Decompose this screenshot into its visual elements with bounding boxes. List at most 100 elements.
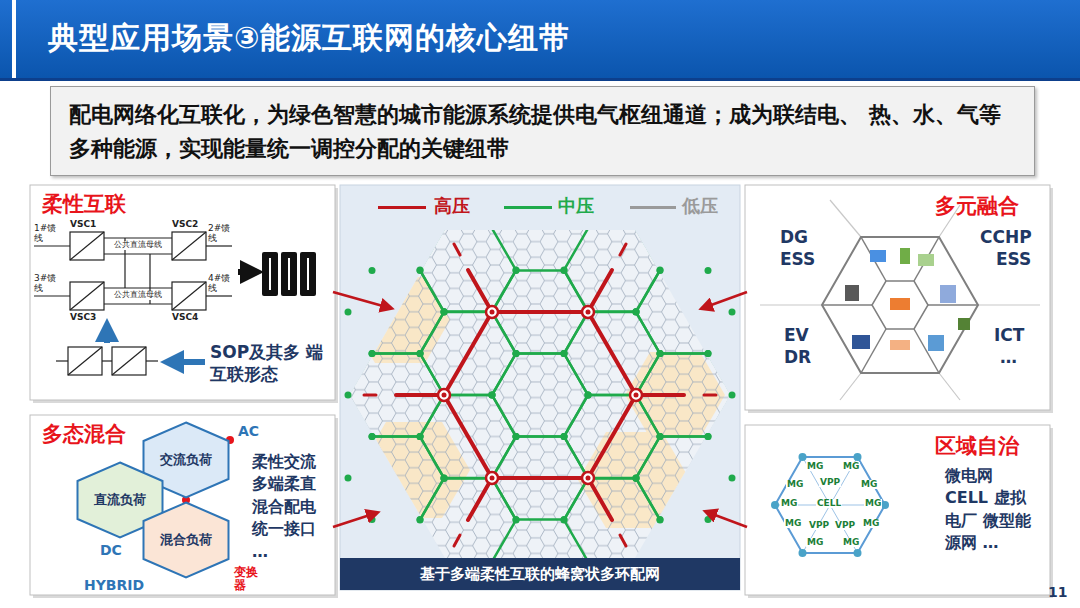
grid-map-part-part (454, 535, 460, 546)
cell-label: MG (842, 462, 860, 471)
mv-node (705, 433, 712, 440)
bus-label: 公共直流母线 (113, 291, 163, 300)
mv-line (420, 228, 516, 311)
cell-label: MG (806, 462, 824, 471)
grid-map-part (364, 244, 716, 546)
panel: 柔性互联SOP及其多 端互联形态 (30, 185, 335, 400)
sop-circuit-part (34, 295, 70, 296)
sop-cabinet-part (288, 258, 290, 290)
mv-node (633, 309, 640, 316)
autonomy-hex-part-part (799, 453, 807, 461)
grid-map-part-part (634, 393, 639, 398)
autonomy-hex-part-part (771, 501, 779, 509)
energy-hex-part (870, 250, 886, 262)
mv-node (657, 517, 664, 524)
mv-node (657, 350, 664, 357)
panel: 多元融合 (745, 185, 1050, 410)
sop-cabinet-part (262, 252, 278, 296)
mv-node (369, 516, 376, 523)
grid-map-part (345, 228, 736, 561)
grid-map-part-part (620, 535, 626, 546)
grid-map-part-part (630, 389, 642, 401)
mv-node (561, 350, 568, 357)
mv-node (345, 475, 352, 482)
energy-hex-part-part (822, 304, 872, 306)
grid-map-part (396, 270, 684, 520)
sop-cabinet-part (281, 252, 297, 296)
cell-label: VPP (834, 521, 856, 530)
cell-label: MG (806, 538, 824, 547)
sop-cabinet (262, 252, 316, 296)
energy-hex-part-part (760, 304, 822, 305)
feeder-label: 3#馈 线 (34, 274, 60, 294)
flow-arrow-part (238, 269, 252, 275)
cell-label: MG (862, 519, 880, 528)
mv-node (633, 475, 640, 482)
sop-circuit-part (104, 287, 172, 288)
converter-label: VSC3 (70, 313, 96, 322)
page-number: 11 (1048, 585, 1067, 599)
mv-node (633, 308, 640, 315)
panel-heading: 柔性互联 (42, 191, 126, 217)
energy-hex-part (900, 248, 910, 264)
feeder-label: 2#馈 线 (208, 224, 234, 244)
mv-node (633, 475, 640, 482)
mv-node (441, 475, 448, 482)
pointer-arrow-part (707, 512, 747, 527)
sop-circuit-part (68, 347, 102, 375)
panel-frame-part (30, 415, 335, 595)
energy-hex-part (852, 335, 870, 349)
sop-circuit-part (102, 360, 112, 361)
panel-note: 微电网 CELL 虚拟电厂 微型能源网 … (945, 465, 1035, 555)
grid-map-part-part (454, 244, 460, 255)
resource-label: ESS (996, 250, 1031, 269)
grid-map-part-part (468, 478, 492, 520)
sop-circuit-part (206, 295, 232, 296)
mv-node (513, 350, 520, 357)
mv-node (657, 433, 664, 440)
mv-line (636, 270, 732, 353)
title-bar-part (12, 0, 16, 78)
grid-map-part-part (442, 393, 447, 398)
grid-map-part (340, 185, 740, 590)
resource-label: CCHP (980, 228, 1032, 247)
panel-frame-part (745, 425, 1050, 595)
caption: 基于多端柔性互联的蜂窝状多环配网 (340, 562, 740, 586)
mv-node (513, 267, 520, 274)
pointer-arrow-part (333, 513, 376, 527)
energy-hex-part (890, 340, 910, 350)
sop-circuit-part (70, 232, 104, 260)
mv-node (705, 516, 712, 523)
mv-node (729, 475, 736, 482)
mv-node (561, 433, 568, 440)
type-label: HYBRID (84, 578, 144, 592)
mv-node (345, 392, 352, 399)
sop-circuit-part (104, 253, 172, 254)
energy-hex-part (918, 254, 934, 266)
sop-circuit-part (146, 360, 158, 361)
mv-node (441, 475, 448, 482)
energy-hex-part-part (840, 373, 861, 400)
sop-circuit (34, 232, 232, 375)
panel-frame-part (30, 185, 335, 400)
energy-hex-part (890, 298, 910, 310)
sop-circuit-part (70, 282, 104, 310)
sop-circuit-part (172, 232, 206, 260)
sop-circuit-part (70, 282, 104, 310)
sop-circuit-part (104, 237, 172, 238)
mv-node (369, 433, 376, 440)
sop-cabinet-part (300, 252, 316, 296)
grid-map-part-part (582, 306, 594, 318)
grid-map-part-part (486, 472, 498, 484)
sop-cabinet-part (307, 258, 309, 290)
grid-map-part-part (468, 270, 492, 312)
sop-circuit-part (104, 303, 172, 304)
mv-node (441, 475, 448, 482)
mv-node (369, 267, 376, 274)
resource-label: EV (784, 326, 809, 345)
type-label: AC (238, 424, 259, 438)
mv-line (348, 353, 444, 436)
mv-node (345, 309, 352, 316)
hex-label: 直流负荷 (76, 492, 164, 508)
energy-hex-part (845, 285, 859, 301)
